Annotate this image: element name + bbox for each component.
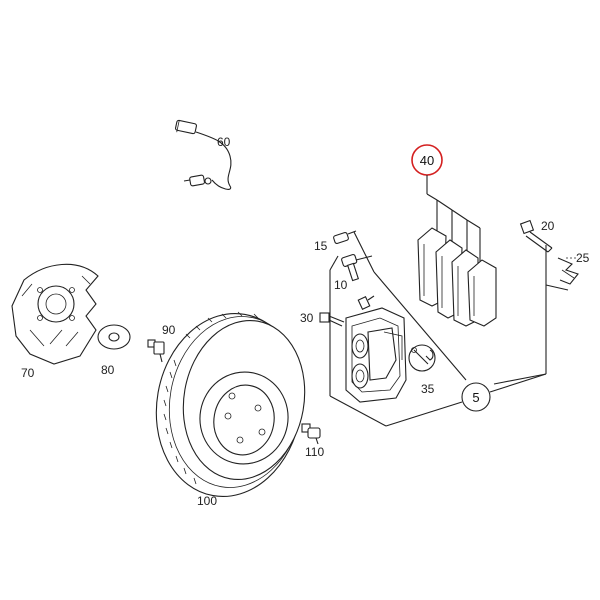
caliper-mount-bolt[interactable]	[519, 219, 553, 253]
label-5[interactable]: 5	[472, 390, 479, 405]
caliper-bolt-top[interactable]	[357, 295, 375, 310]
retaining-clip[interactable]	[557, 257, 579, 285]
label-40[interactable]: 40	[420, 153, 434, 168]
splash-shield[interactable]	[11, 263, 99, 365]
wrench-icon	[408, 344, 436, 372]
guide-pin-upper[interactable]	[333, 230, 357, 244]
caliper-bolt[interactable]	[319, 312, 345, 327]
disc-screw[interactable]	[301, 423, 321, 445]
guide-pin-lower[interactable]	[341, 254, 373, 282]
label-20: 20	[541, 219, 555, 233]
label-15: 15	[314, 239, 328, 253]
label-35: 35	[421, 382, 435, 396]
brake-pad-set[interactable]	[417, 227, 497, 327]
label-80: 80	[101, 363, 115, 377]
label-60: 60	[217, 135, 231, 149]
label-90: 90	[162, 323, 176, 337]
label-30: 30	[300, 311, 314, 325]
label-10: 10	[334, 278, 348, 292]
label-25: 25	[576, 251, 590, 265]
label-70: 70	[21, 366, 35, 380]
brake-pads-leaders	[426, 175, 481, 262]
label-100: 100	[197, 494, 217, 508]
brake-disc[interactable]	[142, 302, 317, 508]
label-110: 110	[305, 445, 324, 459]
wear-sensor[interactable]	[175, 119, 232, 190]
group-circle	[461, 382, 491, 412]
washer[interactable]	[97, 324, 131, 350]
shield-bolt[interactable]	[147, 339, 165, 363]
caliper-group-bracket	[329, 231, 569, 427]
brake-caliper[interactable]	[345, 307, 407, 403]
